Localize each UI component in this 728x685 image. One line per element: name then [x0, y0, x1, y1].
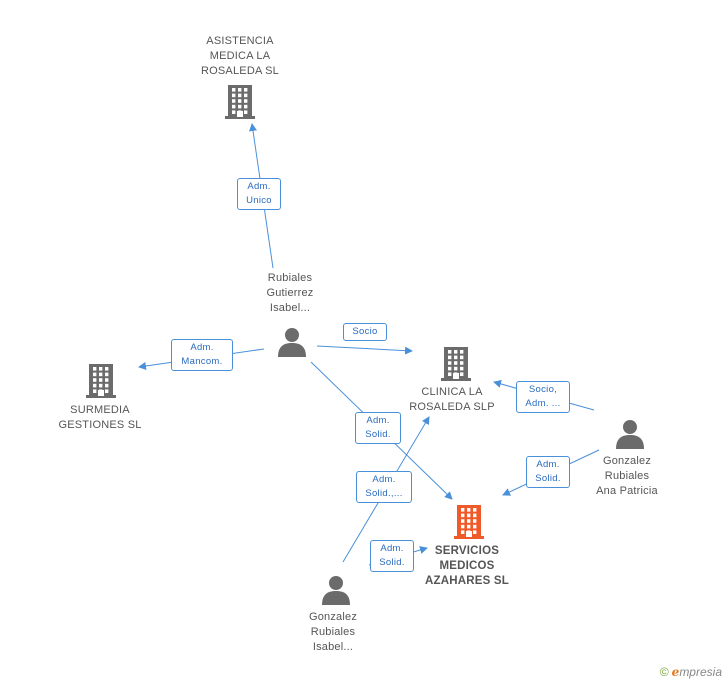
person-icon[interactable]: [321, 575, 351, 610]
node-label-asistencia[interactable]: ASISTENCIA MEDICA LA ROSALEDA SL: [200, 34, 279, 77]
relation-label-rubiales_isabel-to-surmedia[interactable]: Adm. Mancom.: [171, 339, 233, 371]
node-label-rubiales_isabel[interactable]: Rubiales Gutierrez Isabel...: [266, 271, 314, 314]
relation-label-rubiales_isabel-to-asistencia[interactable]: Adm. Unico: [237, 178, 281, 210]
relation-label-rubiales_isabel-to-servicios[interactable]: Adm. Solid.: [355, 412, 401, 444]
relation-label-gonzalez_ana-to-servicios[interactable]: Adm. Solid.: [526, 456, 570, 488]
person-icon[interactable]: [277, 327, 307, 362]
node-label-clinica[interactable]: CLINICA LA ROSALEDA SLP: [409, 386, 495, 413]
relation-label-gonzalez_ana-to-clinica[interactable]: Socio, Adm. ...: [516, 381, 570, 413]
edge-line-rubiales_isabel-to-clinica: [316, 345, 413, 355]
node-label-surmedia[interactable]: SURMEDIA GESTIONES SL: [58, 404, 142, 431]
relation-label-gonzalez_isabel-to-servicios[interactable]: Adm. Solid.: [370, 540, 414, 572]
building-icon[interactable]: [454, 505, 484, 544]
building-icon[interactable]: [86, 364, 116, 403]
building-icon[interactable]: [441, 347, 471, 386]
relation-label-rubiales_isabel-to-clinica[interactable]: Socio: [343, 323, 387, 341]
building-icon[interactable]: [225, 85, 255, 124]
node-label-servicios[interactable]: SERVICIOS MEDICOS AZAHARES SL: [425, 544, 509, 587]
node-label-gonzalez_ana[interactable]: Gonzalez Rubiales Ana Patricia: [596, 454, 658, 497]
empresia-logo[interactable]: ©empresia: [659, 665, 722, 679]
relation-label-gonzalez_isabel-to-clinica[interactable]: Adm. Solid.,...: [356, 471, 412, 503]
person-icon[interactable]: [615, 419, 645, 454]
node-label-gonzalez_isabel[interactable]: Gonzalez Rubiales Isabel...: [308, 610, 358, 653]
